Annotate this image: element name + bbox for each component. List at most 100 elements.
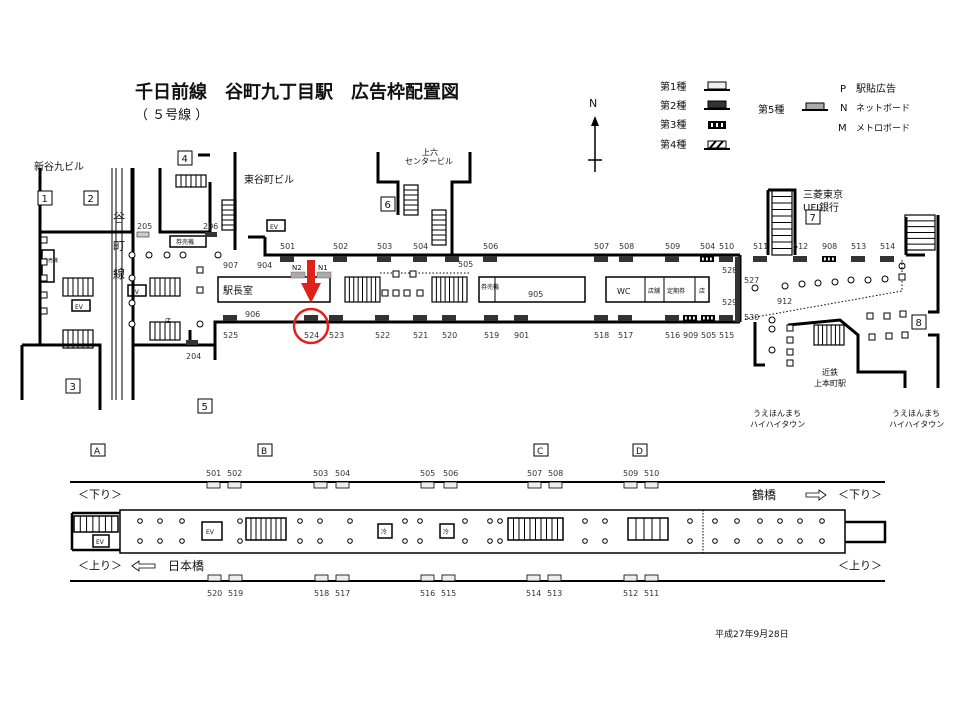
- stationmaster-label: 駅長室: [223, 284, 253, 297]
- square-pillar: [392, 289, 400, 297]
- legend-type5-swatch: [802, 102, 828, 111]
- ad-frame-top: 510: [719, 242, 734, 262]
- platform-elevator: [201, 521, 223, 541]
- ad-frame-bottom: 522: [375, 315, 390, 340]
- exit-number: 1: [42, 194, 48, 205]
- elevator: [266, 219, 286, 232]
- ad-label: 510: [644, 469, 659, 478]
- pillar: [734, 538, 740, 544]
- pillar: [582, 538, 588, 544]
- stairs: [62, 174, 936, 349]
- ad-frame-bottom: 520: [442, 315, 457, 340]
- pillar: [128, 251, 136, 259]
- staircase: [221, 199, 237, 231]
- direction-label: ＜下り＞: [838, 488, 882, 501]
- station-label: 近鉄: [822, 367, 838, 377]
- ad-frame-top: 504: [700, 242, 715, 262]
- exit-number: 2: [88, 194, 94, 205]
- ad-label: 521: [413, 331, 428, 340]
- pillar: [757, 538, 763, 544]
- line-name-3: 線: [113, 266, 125, 281]
- pillar: [798, 280, 806, 288]
- pillar: [462, 518, 468, 524]
- pillar: [347, 538, 353, 544]
- exit-marker-4: 4: [177, 150, 193, 166]
- rooms: 駅長室 券売機 WC 店舗 定期券 店 券売機 券売機 EV EV EV 店: [41, 219, 710, 325]
- ad-label: 514: [526, 589, 541, 598]
- commuter-pass-label: 定期券: [667, 287, 685, 295]
- pillar: [819, 538, 825, 544]
- pillar: [602, 538, 608, 544]
- station-label: 上本町駅: [814, 378, 846, 388]
- ad-label: 904: [257, 261, 272, 270]
- platform-ad-bottom: 519: [228, 574, 243, 598]
- ad-frame-bottom: 901: [514, 315, 529, 340]
- pillar: [157, 518, 163, 524]
- pillar: [768, 316, 776, 324]
- ad-label: 909: [683, 331, 698, 340]
- ad-label: 518: [594, 331, 609, 340]
- exit-marker-5: 5: [197, 398, 213, 414]
- ad-frame-bottom: 516: [665, 315, 680, 340]
- ad-label: 501: [206, 469, 221, 478]
- ad-label: 504: [335, 469, 350, 478]
- section-label: D: [636, 447, 643, 457]
- platform-ad-bottom: 516: [420, 574, 435, 598]
- ad-label: 906: [245, 310, 260, 319]
- ad-label: 512: [623, 589, 638, 598]
- netboard-n1: [316, 271, 332, 279]
- ad-label: 514: [880, 242, 895, 251]
- ad-label: 509: [623, 469, 638, 478]
- ad-frame-top: 508: [619, 242, 634, 262]
- ad-label: 511: [753, 242, 768, 251]
- ad-frame-bottom: 523: [329, 315, 344, 340]
- pillar: [297, 518, 303, 524]
- ad-frame-top: 507: [594, 242, 609, 262]
- ad-label: 505: [420, 469, 435, 478]
- ad-label: 528: [722, 266, 737, 275]
- ticket-machine-3: [41, 249, 55, 283]
- pillar: [487, 518, 493, 524]
- platform-ad-top: 506: [443, 469, 458, 489]
- ad-label: 505: [701, 331, 716, 340]
- exit-marker-1: 1: [37, 190, 53, 206]
- pillar: [145, 251, 153, 259]
- ad-label: 520: [207, 589, 222, 598]
- ad-label: 502: [333, 242, 348, 251]
- staircase: [175, 174, 207, 188]
- pillar: [462, 538, 468, 544]
- mall-label: うえほんまち: [753, 409, 801, 418]
- legend: 第1種 第2種 第3種 第4種 第5種 P 駅貼広告 N ネットボード M メト…: [660, 80, 910, 151]
- square-pillar: [381, 289, 389, 297]
- ad-label: 524: [304, 331, 319, 340]
- exit-number: 8: [916, 318, 922, 329]
- platform-ev-label: EV: [206, 529, 215, 536]
- ticket-machine: [169, 235, 207, 248]
- elevator-label-1: EV: [131, 289, 140, 296]
- platform-staircase: [627, 517, 669, 541]
- line-name-1: 谷: [113, 211, 125, 225]
- platform-ad-top: 510: [644, 469, 659, 489]
- legend-code-n: N: [840, 103, 847, 114]
- ad-label: 506: [483, 242, 498, 251]
- platform-ad-top: 509: [623, 469, 638, 489]
- square-pillar: [885, 332, 893, 340]
- platform-diagram: EV EV 冷 冷 ＜下り＞ ＜上り＞ ＜下り＞ ＜上り＞ 日本橋 鶴橋: [70, 481, 887, 582]
- elevator-label-2: EV: [75, 304, 84, 311]
- ad-frame-top: 908: [822, 242, 837, 262]
- destination-label: 日本橋: [168, 559, 204, 573]
- staircase: [771, 189, 793, 256]
- direction-label: ＜上り＞: [838, 559, 882, 572]
- pillar: [297, 538, 303, 544]
- staircase: [62, 277, 94, 297]
- platform-ad-bottom: 518: [314, 574, 329, 598]
- exit-marker-6: 6: [380, 196, 396, 212]
- staircase: [904, 214, 936, 251]
- cooling-label: 冷: [443, 528, 449, 536]
- ad-label: 502: [227, 469, 242, 478]
- pillar: [797, 538, 803, 544]
- square-pillar: [786, 348, 794, 356]
- platform-ad-top: 502: [227, 469, 242, 489]
- pillar: [712, 538, 718, 544]
